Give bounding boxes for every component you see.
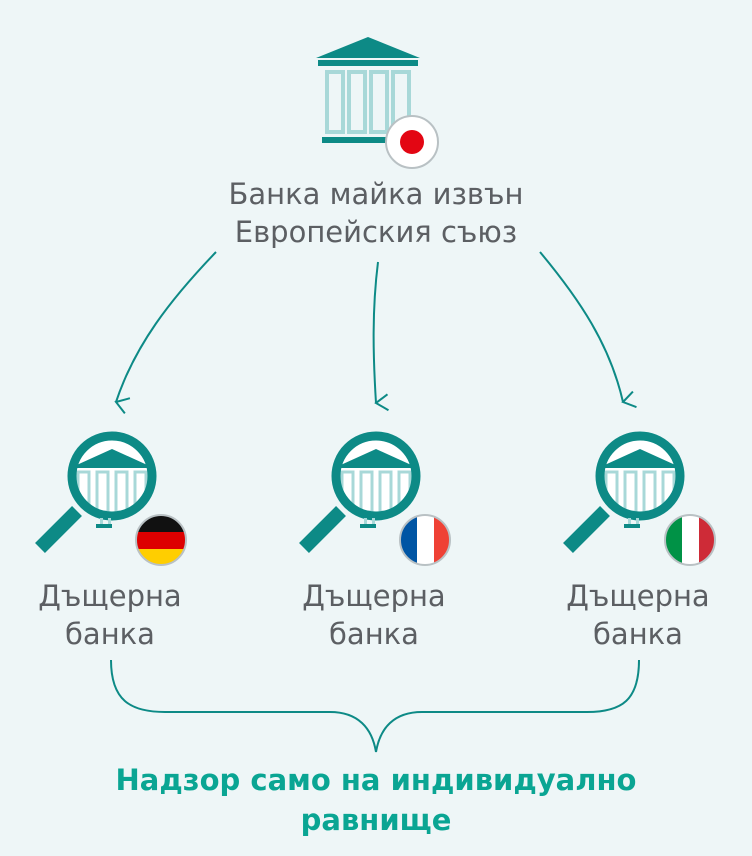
subsidiary-label-line2: банка [593,617,683,651]
subsidiary-label-italy: Дъщерна банка [538,577,738,653]
germany-flag-icon [135,514,187,566]
subsidiary-label-line2: банка [329,617,419,651]
arrow-to-france [372,261,389,412]
france-flag-icon [399,514,451,566]
supervision-conclusion: Надзор само на индивидуално равнище [26,760,726,840]
conclusion-line2: равнище [300,803,452,837]
parent-bank-label-line1: Банка майка извън [228,177,524,211]
subsidiary-bank-icon-france [299,431,421,553]
parent-bank-icon [316,37,420,143]
arrow-to-germany [114,251,217,415]
arrow-to-italy [539,251,637,409]
subsidiary-label-france: Дъщерна банка [274,577,474,653]
subsidiary-bank-icon-italy [563,431,685,553]
subsidiary-label-germany: Дъщерна банка [10,577,210,653]
grouping-brace [110,659,640,753]
subsidiary-label-line2: банка [65,617,155,651]
subsidiary-label-line1: Дъщерна [566,579,710,613]
italy-flag-icon [664,514,716,566]
subsidiary-label-line1: Дъщерна [302,579,446,613]
japan-flag-icon [385,115,439,169]
conclusion-line1: Надзор само на индивидуално [115,763,637,797]
parent-bank-label-line2: Европейския съюз [234,215,518,249]
parent-bank-label: Банка майка извън Европейския съюз [176,175,576,251]
subsidiary-bank-icon-germany [35,431,157,553]
subsidiary-label-line1: Дъщерна [38,579,182,613]
